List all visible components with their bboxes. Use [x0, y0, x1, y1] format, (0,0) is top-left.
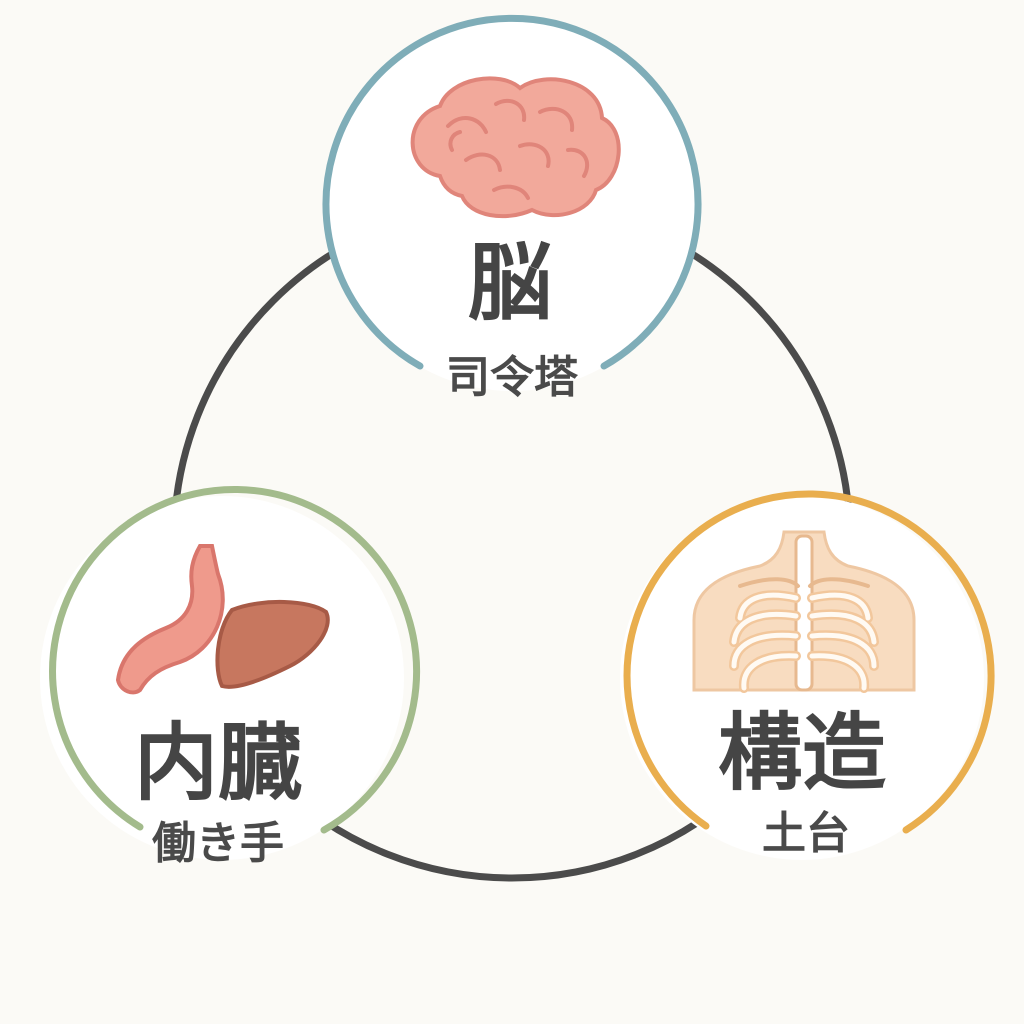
node-brain-title: 脳	[468, 234, 552, 332]
node-brain-ring	[322, 14, 702, 370]
node-organs: 内臓 働き手	[40, 486, 421, 869]
node-organs-subtitle: 働き手	[152, 818, 284, 869]
node-brain-subtitle: 司令塔	[446, 352, 579, 403]
node-structure-title: 構造	[718, 704, 886, 802]
node-structure-ring	[623, 490, 995, 834]
ribcage-icon	[692, 530, 916, 693]
node-organs-title: 内臓	[134, 714, 302, 812]
node-brain: 脳 司令塔	[322, 14, 702, 403]
node-structure-subtitle: 土台	[762, 808, 850, 859]
stomach-liver-icon	[115, 544, 330, 695]
node-structure: 構造 土台	[620, 490, 995, 860]
brain-icon	[410, 76, 621, 219]
node-organs-ring	[49, 486, 421, 834]
